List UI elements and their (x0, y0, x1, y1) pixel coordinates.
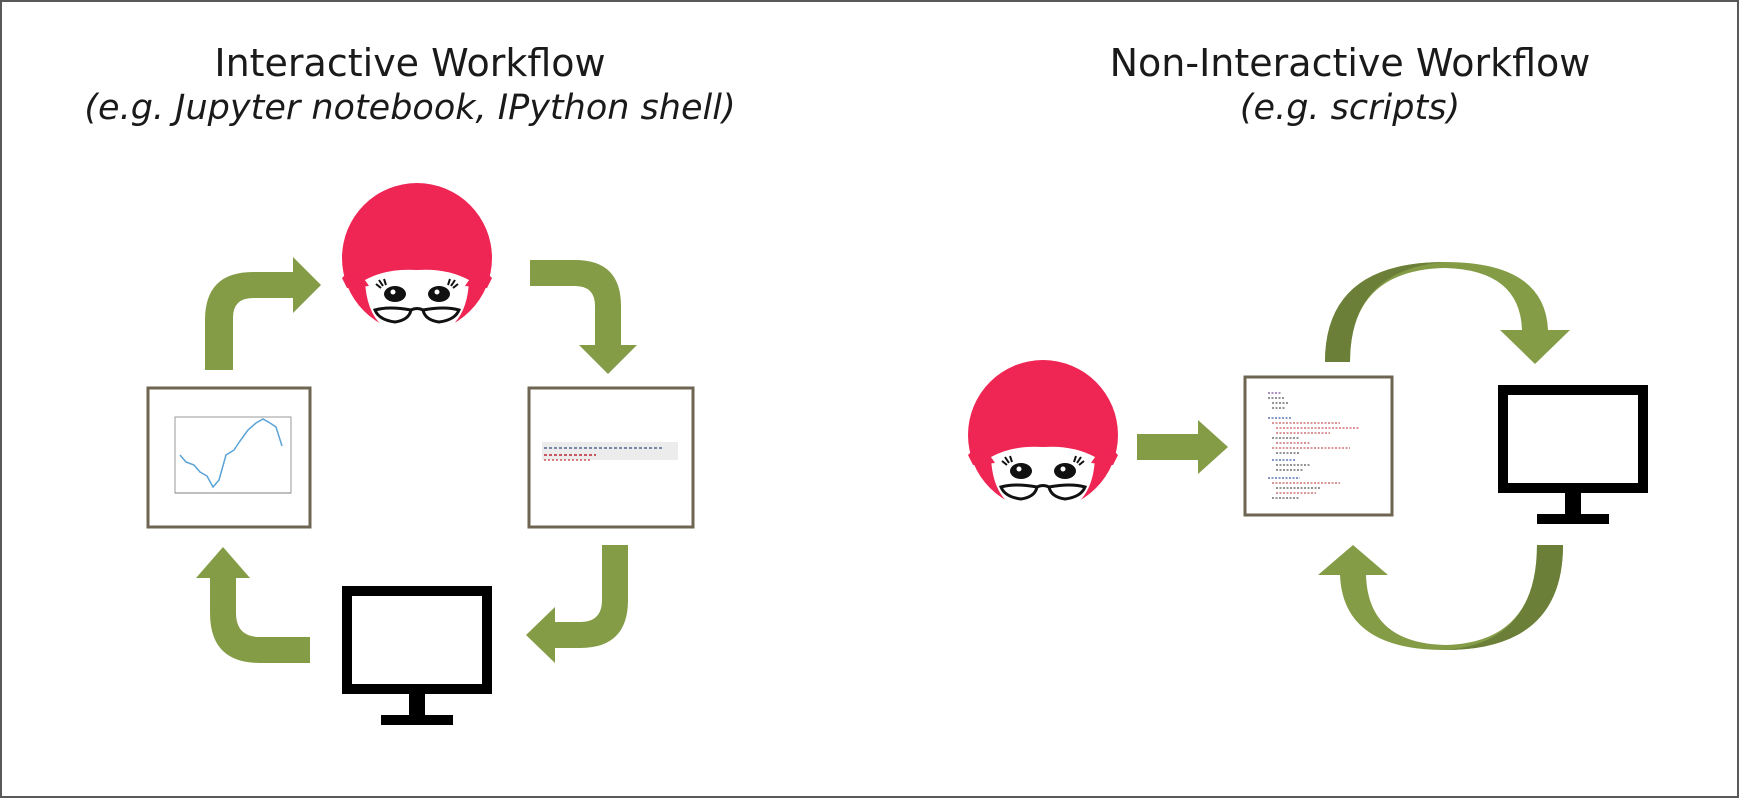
script-card (1243, 375, 1394, 517)
monitor-icon-interactive (347, 591, 487, 725)
arrow-person-to-code (530, 260, 637, 374)
arrow-monitor-to-plot (196, 547, 310, 663)
arrow-script-to-monitor (1325, 262, 1570, 364)
code-card (527, 386, 695, 529)
arrow-plot-to-person (205, 257, 321, 370)
arrow-person-to-script (1137, 420, 1228, 474)
plot-card (146, 386, 312, 529)
arrow-monitor-to-script (1318, 545, 1563, 650)
monitor-icon-noninteractive (1503, 390, 1643, 524)
person-icon-interactive (340, 181, 494, 340)
person-icon-noninteractive (966, 358, 1120, 517)
left-title: Interactive Workflow (214, 41, 606, 85)
right-subtitle: (e.g. scripts) (1239, 88, 1461, 128)
right-title: Non-Interactive Workflow (1109, 41, 1591, 85)
left-subtitle: (e.g. Jupyter notebook, IPython shell) (84, 88, 736, 128)
arrow-code-to-monitor (526, 545, 628, 663)
